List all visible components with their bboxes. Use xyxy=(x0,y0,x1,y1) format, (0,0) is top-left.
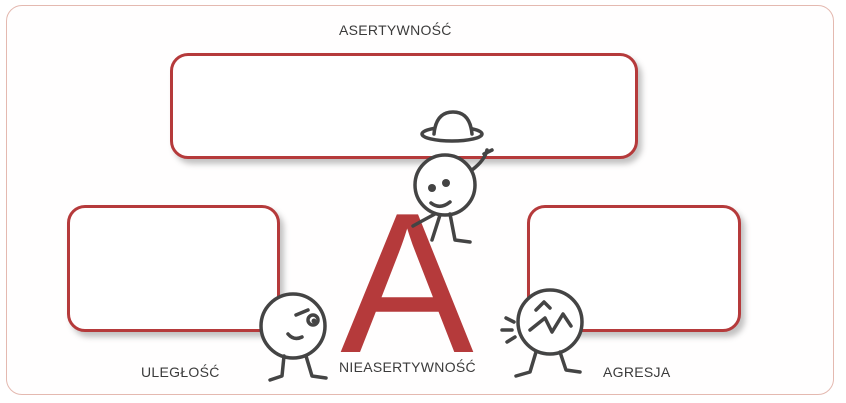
label-non-assertiveness: NIEASERTYWNOŚĆ xyxy=(339,359,476,375)
submissive-figure-icon xyxy=(261,294,326,380)
aggressive-figure-icon xyxy=(502,290,582,376)
label-submissiveness: ULEGŁOŚĆ xyxy=(141,364,220,380)
label-aggression: AGRESJA xyxy=(603,364,670,380)
